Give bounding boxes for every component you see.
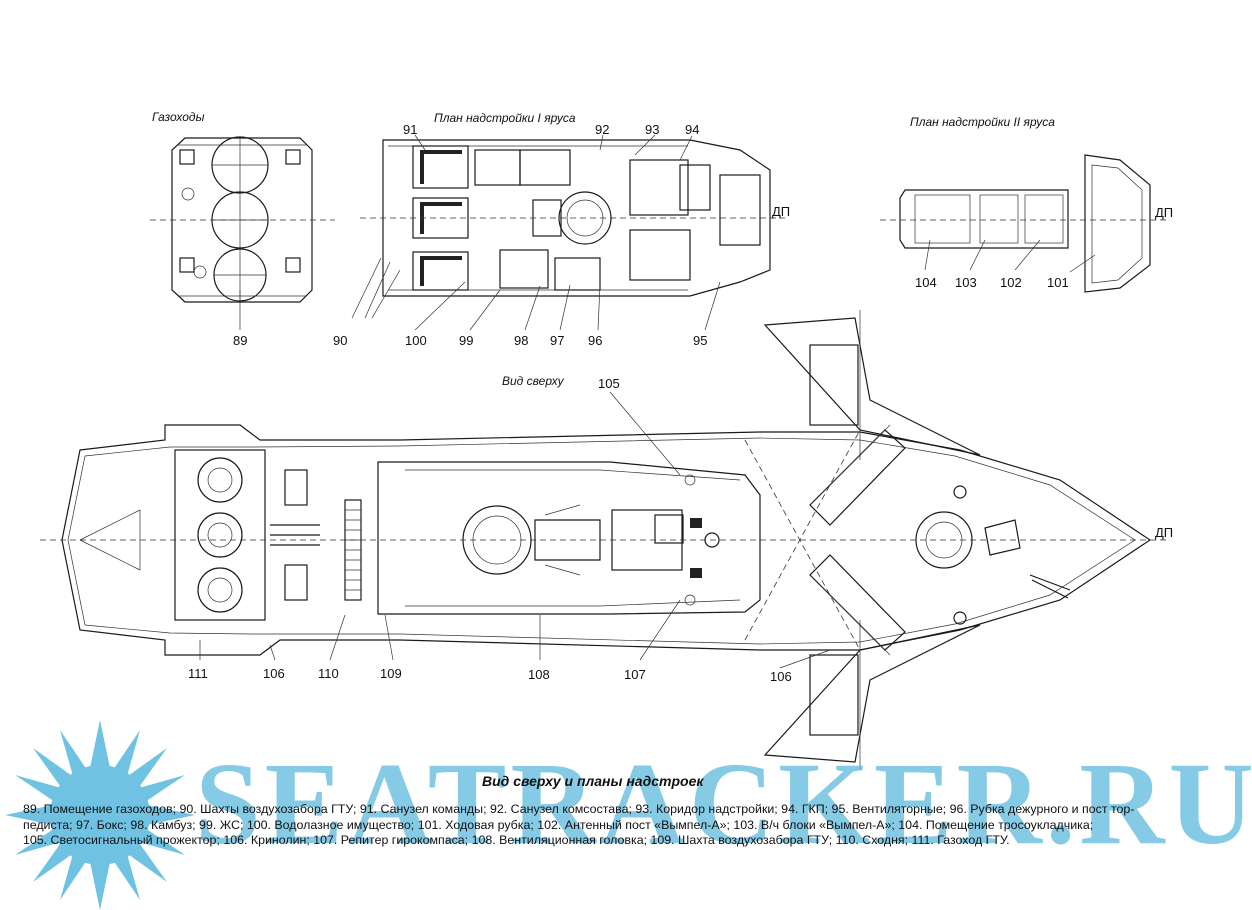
- legend-line-3: 105. Светосигнальный прожектор; 106. Кри…: [23, 833, 1010, 847]
- deck1-title: План надстройки I яруса: [434, 111, 576, 125]
- callout-93: 93: [645, 122, 659, 137]
- callout-107: 107: [624, 667, 646, 682]
- figure-title: Вид сверху и планы надстроек: [482, 773, 704, 789]
- callout-90: 90: [333, 333, 347, 348]
- callout-97: 97: [550, 333, 564, 348]
- callout-95: 95: [693, 333, 707, 348]
- callout-110: 110: [318, 666, 339, 681]
- callout-104: 104: [915, 275, 937, 290]
- callout-100: 100: [405, 333, 427, 348]
- watermark-star-icon: [5, 720, 195, 910]
- callout-89: 89: [233, 333, 247, 348]
- callout-102: 102: [1000, 275, 1022, 290]
- callout-99: 99: [459, 333, 473, 348]
- deck2-title: План надстройки II яруса: [910, 115, 1055, 129]
- callout-106-fwd: 106: [770, 669, 792, 684]
- centerline-label-deck2: ДП: [1155, 205, 1173, 220]
- callout-105: 105: [598, 376, 620, 391]
- callout-111: 111: [188, 666, 208, 681]
- callout-101: 101: [1047, 275, 1069, 290]
- callout-91: 91: [403, 122, 417, 137]
- centerline-label-deck1: ДП: [772, 204, 790, 219]
- callout-108: 108: [528, 667, 550, 682]
- legend: 89. Помещение газоходов; 90. Шахты возду…: [23, 802, 1238, 849]
- top-view-title: Вид сверху: [502, 374, 565, 388]
- top-view: Вид сверху: [40, 310, 1173, 770]
- callout-109: 109: [380, 666, 402, 681]
- callout-94: 94: [685, 122, 699, 137]
- callout-103: 103: [955, 275, 977, 290]
- callout-98: 98: [514, 333, 528, 348]
- watermark-text: SEATRACKER.RU: [195, 738, 1252, 869]
- deck1-plan: План надстройки I яруса ДП 91 92 93 94 9…: [333, 111, 790, 348]
- centerline-label-top: ДП: [1155, 525, 1173, 540]
- callout-92: 92: [595, 122, 609, 137]
- callout-96: 96: [588, 333, 602, 348]
- gas-ducts-title: Газоходы: [152, 110, 205, 124]
- legend-line-2: педиста; 97. Бокс; 98. Камбуз; 99. ЖС; 1…: [23, 817, 1094, 832]
- callout-106-stern: 106: [263, 666, 285, 681]
- gas-ducts-plan: Газоходы 89: [150, 110, 335, 348]
- deck2-plan: План надстройки II яруса ДП 104 103 102 …: [880, 115, 1173, 293]
- legend-line-1: 89. Помещение газоходов; 90. Шахты возду…: [23, 802, 1135, 816]
